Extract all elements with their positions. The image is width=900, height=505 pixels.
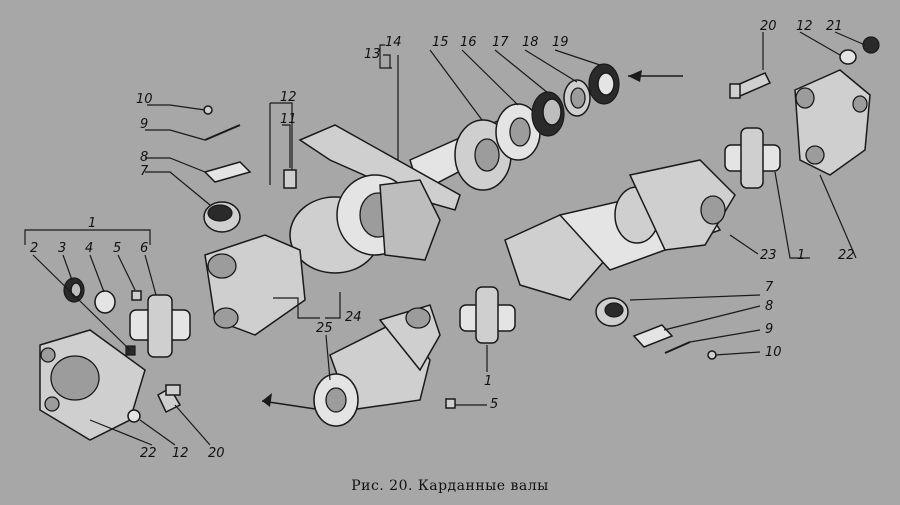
plate-8-left <box>203 161 252 183</box>
label-24: 24 <box>345 310 362 325</box>
label-10-left: 10 <box>136 92 153 107</box>
leader-lines <box>24 31 866 446</box>
lock-9-left <box>204 124 241 141</box>
fitting-11 <box>283 169 297 189</box>
washer-12-right <box>839 49 857 65</box>
label-9-left: 9 <box>140 117 148 132</box>
label-1-right: 1 <box>797 248 805 263</box>
bolt-20-right <box>729 72 772 99</box>
plug-2 <box>125 345 136 356</box>
label-21: 21 <box>826 19 843 34</box>
label-1-top-left: 1 <box>88 216 96 231</box>
label-10-right: 10 <box>765 345 782 360</box>
label-4: 4 <box>85 241 93 256</box>
label-6: 6 <box>140 241 148 256</box>
label-15: 15 <box>432 35 449 50</box>
bolt-10-left <box>203 105 213 115</box>
seal-3 <box>63 277 85 303</box>
label-11: 11 <box>280 112 297 127</box>
label-8-left: 8 <box>140 150 148 165</box>
cross-joint-center <box>459 286 516 344</box>
label-20-right: 20 <box>760 19 777 34</box>
label-19: 19 <box>552 35 569 50</box>
label-3: 3 <box>58 241 66 256</box>
label-14: 14 <box>385 35 402 50</box>
flange-left <box>39 329 146 441</box>
bolt-20-left <box>157 384 182 414</box>
label-12-right: 12 <box>796 19 813 34</box>
label-2: 2 <box>30 241 38 256</box>
cap-7-left <box>203 201 241 233</box>
label-8-right: 8 <box>765 299 773 314</box>
lock-9-right <box>664 341 691 354</box>
nut-21 <box>862 36 880 54</box>
seal-16 <box>495 103 541 161</box>
label-5-left: 5 <box>113 241 121 256</box>
plate-8-right <box>632 324 674 348</box>
label-7-left: 7 <box>140 164 149 179</box>
rear-shaft <box>504 159 736 301</box>
label-5-center: 5 <box>490 397 498 412</box>
label-25: 25 <box>316 321 333 336</box>
part-labels: 1 2 3 4 5 6 7 8 9 10 11 12 13 14 15 16 1… <box>30 19 855 461</box>
label-13: 13 <box>364 47 381 62</box>
label-23: 23 <box>760 248 777 263</box>
label-1-center: 1 <box>484 374 492 389</box>
label-17: 17 <box>492 35 509 50</box>
flange-right <box>794 69 871 176</box>
label-12-left: 12 <box>172 446 189 461</box>
label-18: 18 <box>522 35 539 50</box>
label-7-right: 7 <box>765 280 774 295</box>
intermediate-shaft <box>289 118 511 274</box>
arrow-bottom-left <box>261 393 323 411</box>
washer-4 <box>94 290 116 314</box>
label-9-right: 9 <box>765 322 773 337</box>
label-12-center: 12 <box>280 90 297 105</box>
bearing-17 <box>531 91 565 137</box>
label-22-left: 22 <box>140 446 157 461</box>
washer-12-left <box>127 409 141 423</box>
arrow-top-right <box>628 70 683 82</box>
ring-18 <box>563 79 591 117</box>
nut-19 <box>588 63 620 105</box>
fitting-5-left <box>131 290 142 301</box>
label-16: 16 <box>460 35 477 50</box>
front-shaft <box>204 234 441 427</box>
bolt-10-right <box>707 350 717 360</box>
cross-joint-left <box>129 294 191 358</box>
fitting-5-center <box>445 398 456 409</box>
figure-caption: Рис. 20. Карданные валы <box>351 478 549 494</box>
label-20-left: 20 <box>208 446 225 461</box>
label-22-right: 22 <box>838 248 855 263</box>
cap-7-right <box>595 297 629 327</box>
cross-joint-right <box>724 127 781 189</box>
